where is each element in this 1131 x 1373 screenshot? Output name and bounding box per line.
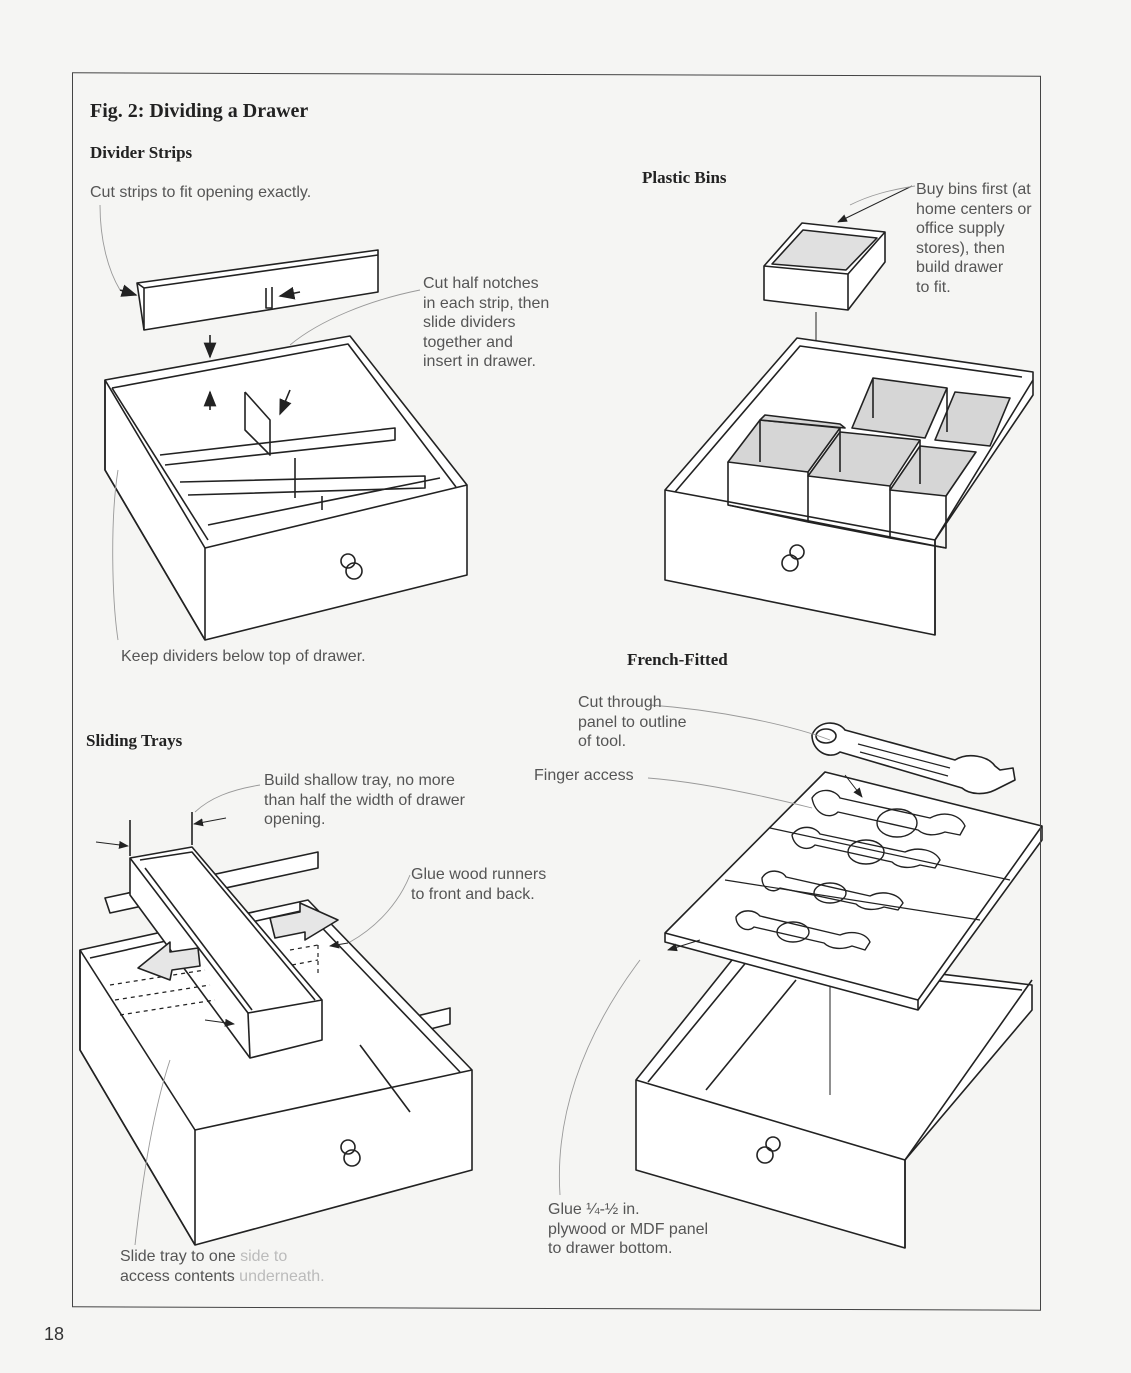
figure-frame	[72, 72, 1041, 1311]
cut-through-callout: Cut through panel to outline of tool.	[578, 694, 687, 750]
figure-title: Fig. 2: Dividing a Drawer	[90, 100, 309, 122]
divider-strips-drawer	[104, 249, 468, 641]
french-fitted-drawer	[635, 722, 1043, 1249]
french-fitted-title: French-Fitted	[627, 650, 728, 669]
buy-bins-callout: Buy bins first (at home centers or offic…	[916, 181, 1032, 296]
cut-strips-callout: Cut strips to fit opening exactly.	[90, 184, 312, 201]
sliding-trays-title: Sliding Trays	[86, 731, 183, 750]
page-number: 18	[44, 1324, 65, 1344]
sliding-trays-drawer	[79, 812, 473, 1246]
keep-below-callout: Keep dividers below top of drawer.	[121, 648, 366, 665]
plastic-bins-title: Plastic Bins	[642, 168, 727, 187]
glue-panel-callout: Glue ¼-½ in. plywood or MDF panel to dra…	[548, 1201, 709, 1257]
glue-runners-callout: Glue wood runners to front and back.	[411, 866, 547, 903]
half-notches-callout: Cut half notches in each strip, then sli…	[423, 275, 550, 370]
finger-access-callout: Finger access	[534, 767, 634, 784]
build-tray-callout: Build shallow tray, no more than half th…	[264, 772, 466, 828]
plastic-bins-drawer	[664, 185, 1034, 636]
divider-strips-title: Divider Strips	[90, 143, 193, 162]
